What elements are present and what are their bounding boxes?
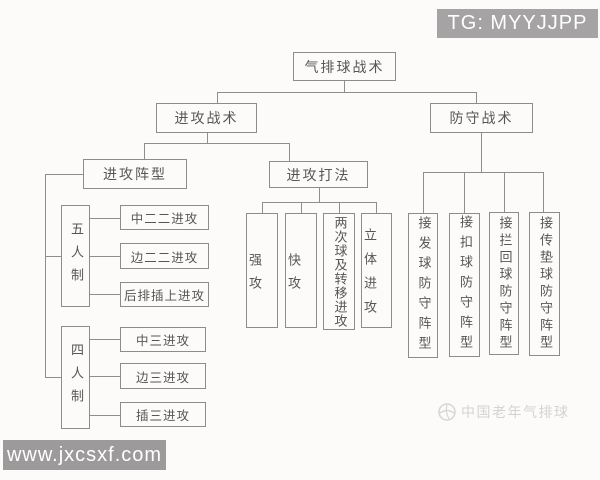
connector-line xyxy=(90,339,120,340)
node-label: 接拦回球防守阵型 xyxy=(496,215,512,352)
connector-line xyxy=(45,377,61,378)
connector-line xyxy=(319,188,320,202)
connector-line xyxy=(423,172,424,213)
node-serve-receive-defense: 接发球防守阵型 xyxy=(408,213,438,358)
connector-line xyxy=(262,202,376,203)
connector-line xyxy=(144,143,145,159)
connector-line xyxy=(144,143,289,144)
connector-line xyxy=(543,172,544,212)
connector-line xyxy=(301,202,302,213)
node-label: 四人制 xyxy=(68,343,83,412)
node-backrow-insert-attack: 后排插上进攻 xyxy=(120,282,209,307)
connector-line xyxy=(217,92,218,103)
node-pass-dig-defense: 接传垫球防守阵型 xyxy=(529,212,560,356)
node-label: 强攻 xyxy=(246,253,261,299)
connector-line xyxy=(464,172,465,213)
node-methods: 进攻打法 xyxy=(269,161,368,188)
node-label: 接扣球防守阵型 xyxy=(457,215,472,355)
node-spike-receive-defense: 接扣球防守阵型 xyxy=(449,213,480,357)
node-label: 五人制 xyxy=(68,221,83,291)
connector-line xyxy=(90,415,120,416)
connector-line xyxy=(339,202,340,213)
connector-line xyxy=(90,218,120,219)
node-side-3-attack: 边三进攻 xyxy=(120,363,206,389)
node-root: 气排球战术 xyxy=(293,52,396,81)
node-mid-3-attack: 中三进攻 xyxy=(120,327,206,352)
tg-watermark-badge: TG: MYYJJPP xyxy=(437,9,598,38)
connector-line xyxy=(289,143,290,161)
node-3d-attack: 立体进攻 xyxy=(361,213,392,328)
connector-line xyxy=(45,256,61,257)
volleyball-logo-icon xyxy=(438,403,456,421)
node-five-player: 五人制 xyxy=(61,205,90,307)
connector-line xyxy=(344,81,345,92)
connector-line xyxy=(504,172,505,212)
node-label: 快攻 xyxy=(285,253,300,299)
connector-line xyxy=(262,202,263,213)
brand-watermark-text: 中国老年气排球 xyxy=(461,405,570,421)
node-side-2-2-attack: 边二二进攻 xyxy=(120,243,209,269)
node-label: 接传垫球防守阵型 xyxy=(537,216,552,352)
node-insert-3-attack: 插三进攻 xyxy=(120,402,206,427)
connector-line xyxy=(217,92,476,93)
connector-line xyxy=(90,256,120,257)
node-quick-attack: 快攻 xyxy=(285,213,317,328)
node-four-player: 四人制 xyxy=(61,326,90,429)
connector-line xyxy=(45,174,83,175)
node-formation: 进攻阵型 xyxy=(83,159,187,189)
node-defense: 防守战术 xyxy=(430,103,533,133)
node-mid-2-2-attack: 中二二进攻 xyxy=(120,205,209,230)
node-two-ball-transfer-attack: 两次球及转移进攻 xyxy=(323,213,355,330)
node-label: 接发球防守阵型 xyxy=(415,215,431,356)
url-watermark-badge: www.jxcsxf.com xyxy=(3,440,166,470)
connector-line xyxy=(376,202,377,213)
connector-line xyxy=(481,133,482,172)
connector-line xyxy=(45,174,46,377)
connector-line xyxy=(90,294,120,295)
node-label: 立体进攻 xyxy=(361,228,376,324)
node-strong-attack: 强攻 xyxy=(246,213,278,328)
connector-line xyxy=(423,172,543,173)
node-label: 两次球及转移进攻 xyxy=(331,215,347,328)
connector-line xyxy=(476,92,477,103)
node-offense: 进攻战术 xyxy=(156,103,257,133)
connector-line xyxy=(207,133,208,143)
node-block-return-defense: 接拦回球防守阵型 xyxy=(489,212,519,355)
connector-line xyxy=(90,376,120,377)
brand-watermark: 中国老年气排球 xyxy=(437,402,570,422)
